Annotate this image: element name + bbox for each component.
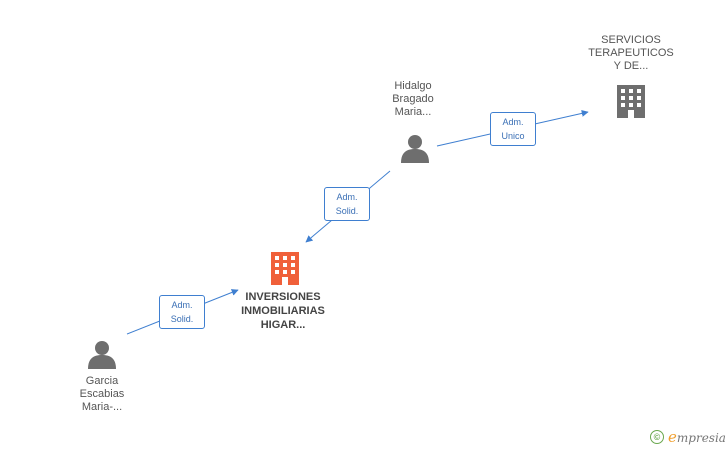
- edge-label-hidalgo-inversiones: Adm. Solid.: [324, 187, 370, 221]
- empresia-logo: © empresia: [650, 428, 726, 446]
- node-label-garcia[interactable]: Garcia Escabias Maria-...: [79, 375, 125, 413]
- building-icon[interactable]: [614, 84, 648, 118]
- node-label-servicios[interactable]: SERVICIOS TERAPEUTICOS Y DE...: [588, 34, 674, 72]
- edge-label-garcia-inversiones: Adm. Solid.: [159, 295, 205, 329]
- brand-wordmark: empresia: [668, 428, 726, 446]
- edge-label-hidalgo-servicios: Adm. Unico: [490, 112, 536, 146]
- node-label-hidalgo[interactable]: Hidalgo Bragado Maria...: [392, 80, 434, 118]
- person-icon[interactable]: [87, 339, 117, 369]
- person-icon[interactable]: [400, 133, 430, 163]
- copyright-icon: ©: [650, 430, 664, 444]
- building-icon[interactable]: [268, 251, 302, 285]
- node-label-inversiones[interactable]: INVERSIONES INMOBILIARIAS HIGAR...: [241, 291, 325, 331]
